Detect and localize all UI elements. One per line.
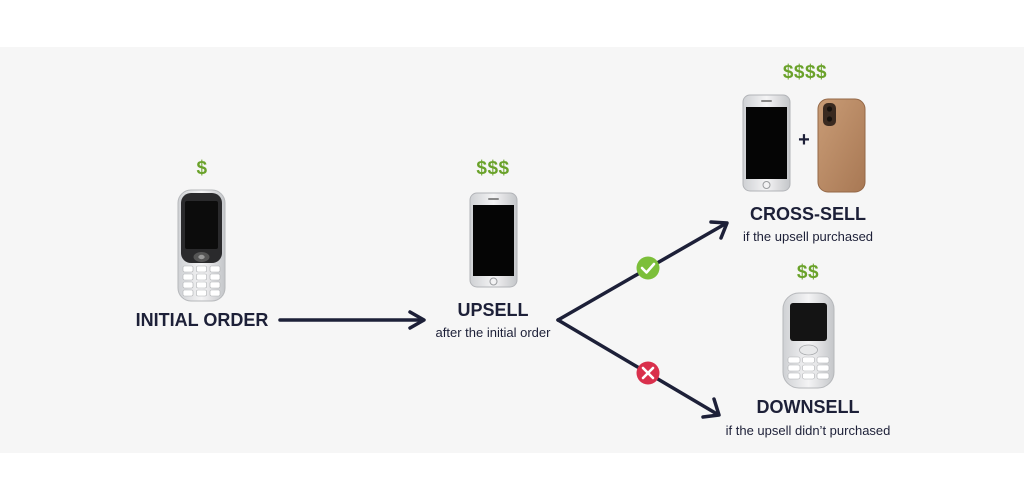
arrow-upsell-to-downsell [556, 318, 721, 419]
downsell-label: DOWNSELL [756, 397, 860, 417]
feature-phone-icon [177, 189, 226, 302]
x-circle-icon [636, 361, 660, 385]
phone-case-icon [817, 98, 866, 193]
upsell-price: $$$ [476, 158, 510, 179]
check-circle-icon [636, 256, 660, 280]
plus-sign: + [798, 129, 810, 151]
downsell-caption: if the upsell didn’t purchased [725, 423, 891, 438]
crosssell-caption: if the upsell purchased [742, 229, 874, 244]
initial-order-price: $ [196, 158, 208, 179]
arrow-initial-to-upsell [278, 310, 426, 330]
initial-order-label: INITIAL ORDER [135, 310, 269, 330]
upsell-label: UPSELL [457, 300, 529, 320]
crosssell-price: $$$$ [782, 62, 828, 83]
crosssell-smartphone-icon [742, 94, 791, 192]
crosssell-label: CROSS-SELL [749, 204, 867, 224]
basic-phone-icon [782, 292, 835, 389]
smartphone-icon [469, 192, 518, 288]
downsell-price: $$ [796, 262, 820, 283]
upsell-caption: after the initial order [435, 325, 551, 340]
